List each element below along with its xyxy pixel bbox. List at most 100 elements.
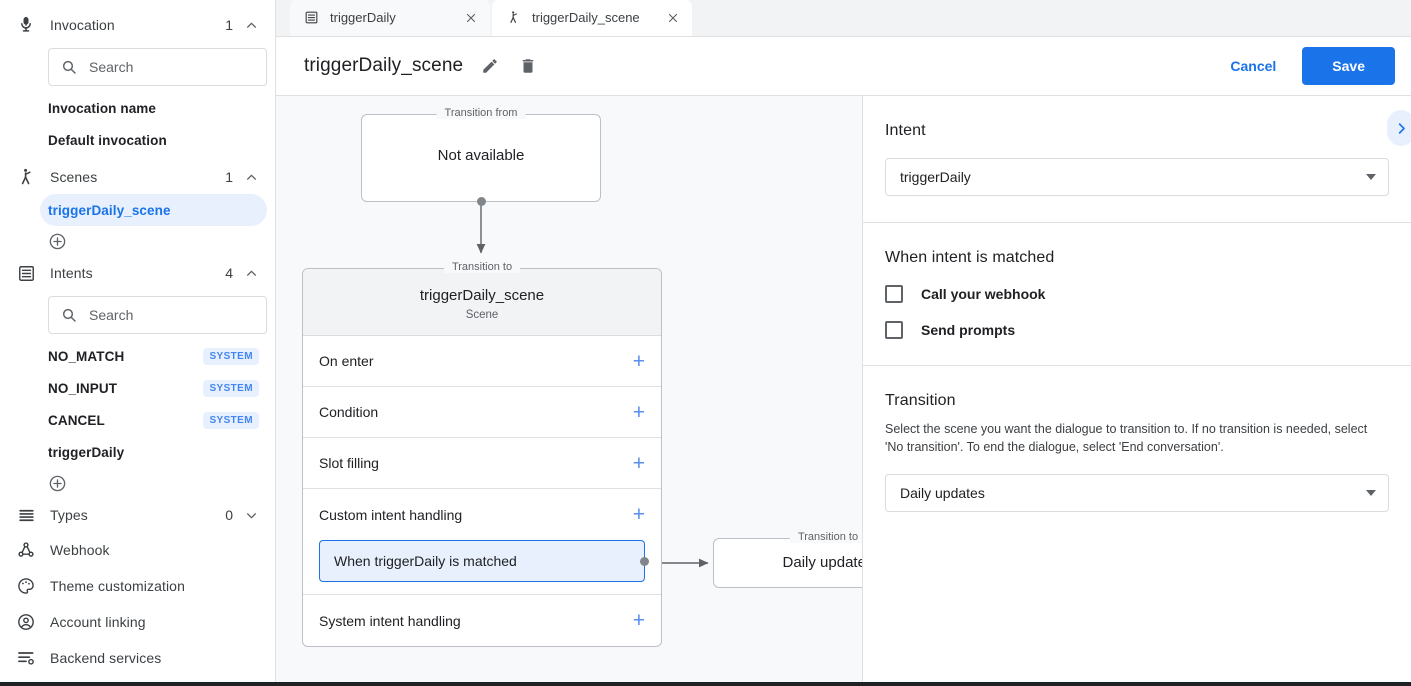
chevron-up-icon[interactable]: [243, 265, 259, 281]
transition-from-legend: Transition from: [436, 107, 526, 119]
checkbox-send-prompts[interactable]: Send prompts: [885, 321, 1389, 339]
status-badge: SYSTEM: [203, 379, 259, 397]
cancel-button[interactable]: Cancel: [1216, 49, 1290, 83]
checkbox-box[interactable]: [885, 285, 903, 303]
tab-bar: triggerDaily triggerDaily_scene: [276, 0, 1411, 37]
node-port[interactable]: [640, 556, 649, 566]
close-icon[interactable]: [666, 11, 680, 25]
intent-select-value: triggerDaily: [900, 169, 971, 185]
trash-icon[interactable]: [519, 57, 537, 75]
scene-row-slot-filling[interactable]: Slot filling +: [303, 438, 661, 489]
close-icon[interactable]: [464, 11, 478, 25]
sidebar-group-count: 1: [225, 17, 233, 33]
intent-handler-label: When triggerDaily is matched: [334, 553, 517, 569]
add-circle-icon[interactable]: [48, 232, 67, 251]
palette-icon: [14, 574, 38, 598]
sidebar-item-webhook[interactable]: Webhook: [0, 532, 275, 568]
scene-row-condition[interactable]: Condition +: [303, 387, 661, 438]
tab-triggerdaily[interactable]: triggerDaily: [290, 0, 490, 36]
intent-handler-chip[interactable]: When triggerDaily is matched: [319, 540, 649, 582]
sidebar-item-no-match[interactable]: NO_MATCH SYSTEM: [40, 340, 267, 372]
scene-icon: [506, 10, 521, 25]
scene-canvas[interactable]: Transition from Not available Transition…: [276, 96, 863, 686]
sidebar-item-label: triggerDaily: [48, 444, 125, 460]
sidebar-item-label: Backend services: [50, 650, 162, 666]
add-circle-icon[interactable]: [48, 474, 67, 493]
microphone-icon: [14, 13, 38, 37]
transition-to-legend: Transition to: [789, 531, 862, 543]
sidebar-item-default-invocation[interactable]: Default invocation: [40, 124, 267, 156]
sidebar-item-no-input[interactable]: NO_INPUT SYSTEM: [40, 372, 267, 404]
sidebar-item-theme-customization[interactable]: Theme customization: [0, 568, 275, 604]
tab-triggerdaily-scene[interactable]: triggerDaily_scene: [492, 0, 692, 36]
scene-node-name: triggerDaily_scene: [419, 287, 545, 304]
transition-select[interactable]: Daily updates: [885, 474, 1389, 512]
scene-row-label: Slot filling: [319, 455, 379, 471]
chevron-down-icon: [1366, 174, 1376, 180]
sidebar-item-label: Account linking: [50, 614, 146, 630]
transition-from-node[interactable]: Transition from Not available: [361, 107, 601, 206]
transition-target-node[interactable]: Transition to Daily updates: [713, 531, 862, 588]
sidebar-group-scenes[interactable]: Scenes 1: [0, 160, 275, 194]
chevron-up-icon[interactable]: [243, 17, 259, 33]
search-icon: [61, 307, 77, 323]
pencil-icon[interactable]: [481, 57, 499, 75]
sidebar-group-types[interactable]: Types 0: [0, 498, 275, 532]
add-icon[interactable]: +: [632, 451, 645, 475]
sidebar-item-triggerdaily-scene[interactable]: triggerDaily_scene: [40, 194, 267, 226]
sidebar-group-invocation[interactable]: Invocation 1: [0, 8, 275, 42]
checkbox-label: Send prompts: [921, 322, 1016, 338]
intents-search-box[interactable]: [48, 296, 267, 334]
scene-row-on-enter[interactable]: On enter +: [303, 336, 661, 387]
sidebar-item-triggerdaily[interactable]: triggerDaily: [40, 436, 267, 468]
intents-search-input[interactable]: [89, 307, 254, 323]
webhook-icon: [14, 538, 38, 562]
inspector-section-intent: Intent triggerDaily: [863, 96, 1411, 223]
add-icon[interactable]: +: [632, 400, 645, 424]
add-icon[interactable]: +: [632, 503, 645, 526]
transition-from-value: Not available: [437, 147, 525, 164]
backend-services-icon: [14, 646, 38, 670]
scene-row-system-intent-handling[interactable]: System intent handling +: [303, 595, 661, 646]
window-bottom-edge: [0, 682, 1411, 686]
sidebar-item-label: NO_INPUT: [48, 380, 118, 396]
intent-select[interactable]: triggerDaily: [885, 158, 1389, 196]
list-icon: [14, 503, 38, 527]
sidebar-item-label: Theme customization: [50, 578, 185, 594]
transition-to-legend: Transition to: [443, 261, 521, 273]
sidebar-item-backend-services[interactable]: Backend services: [0, 640, 275, 676]
section-title: Transition: [885, 392, 956, 409]
add-icon[interactable]: +: [632, 609, 645, 632]
sidebar-group-count: 1: [225, 169, 233, 185]
add-scene-row[interactable]: [48, 226, 275, 256]
sidebar-group-intents[interactable]: Intents 4: [0, 256, 275, 290]
sidebar-item-label: Webhook: [50, 542, 110, 558]
page-title: triggerDaily_scene: [304, 55, 464, 76]
section-description: Select the scene you want the dialogue t…: [885, 422, 1368, 454]
sidebar-group-count: 4: [225, 265, 233, 281]
intents-search-wrap: [0, 290, 275, 340]
sidebar-item-label: Invocation name: [48, 100, 157, 116]
node-port[interactable]: [476, 196, 486, 206]
chevron-up-icon[interactable]: [243, 169, 259, 185]
scene-node[interactable]: Transition to triggerDaily_scene Scene O…: [302, 261, 662, 647]
add-icon[interactable]: +: [632, 349, 645, 373]
chevron-right-icon[interactable]: [1387, 110, 1411, 146]
scene-row-label: On enter: [319, 353, 374, 369]
sidebar-item-account-linking[interactable]: Account linking: [0, 604, 275, 640]
sidebar-item-label: Default invocation: [48, 132, 167, 148]
scene-row-custom-intent-handling[interactable]: Custom intent handling +: [303, 489, 661, 540]
add-intent-row[interactable]: [48, 468, 275, 498]
chevron-down-icon[interactable]: [243, 507, 259, 523]
chevron-down-icon: [1366, 490, 1376, 496]
status-badge: SYSTEM: [203, 347, 259, 365]
inspector-section-transition: Transition Select the scene you want the…: [863, 366, 1411, 538]
save-button[interactable]: Save: [1302, 47, 1395, 85]
inspector-panel: Intent triggerDaily When intent is match…: [863, 96, 1411, 686]
checkbox-call-your-webhook[interactable]: Call your webhook: [885, 285, 1389, 303]
invocation-search-box[interactable]: [48, 48, 267, 86]
checkbox-box[interactable]: [885, 321, 903, 339]
sidebar-item-cancel[interactable]: CANCEL SYSTEM: [40, 404, 267, 436]
invocation-search-input[interactable]: [89, 59, 254, 75]
sidebar-item-invocation-name[interactable]: Invocation name: [40, 92, 267, 124]
